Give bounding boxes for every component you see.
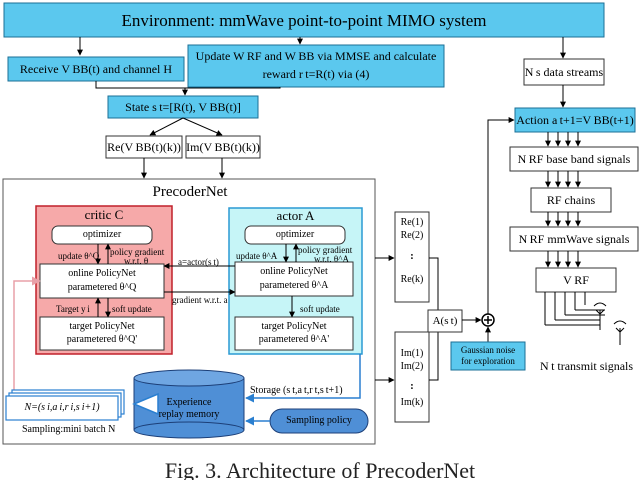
critic-target-line2: parametered θ^Q' bbox=[66, 334, 138, 345]
vrf-label: V RF bbox=[563, 273, 589, 287]
a-actor-label: a=actor(s t) bbox=[178, 257, 219, 267]
environment-title: Environment: mmWave point-to-point MIMO … bbox=[121, 11, 487, 30]
replay-line1: Experience bbox=[166, 397, 212, 408]
antenna-icon bbox=[593, 302, 627, 345]
critic-online-line2: parametered θ^Q bbox=[67, 282, 137, 293]
critic-online-line1: online PolicyNet bbox=[68, 268, 136, 279]
re-output-box bbox=[394, 211, 430, 303]
vrf-box bbox=[535, 267, 617, 293]
baseband-label: N RF base band signals bbox=[517, 152, 631, 166]
receive-label: Receive V BB(t) and channel H bbox=[19, 62, 173, 76]
rf-chains-label: RF chains bbox=[546, 193, 596, 207]
gradient-wrt-a-label: gradient w.r.t. a bbox=[172, 295, 228, 305]
re-input-label: Re(V BB(t)(k)) bbox=[107, 140, 181, 154]
critic-soft-update-label: soft update bbox=[112, 304, 152, 314]
critic-target-yi-label: Target y i bbox=[56, 304, 90, 314]
im-output-dots: : bbox=[410, 380, 414, 392]
streams-box bbox=[523, 58, 605, 86]
sampling-minibatch-label: Sampling:mini batch N bbox=[22, 424, 116, 435]
critic-target-line1: target PolicyNet bbox=[69, 321, 135, 332]
im-input-label: Im(V BB(t)(k)) bbox=[186, 140, 260, 154]
im-input-box bbox=[185, 135, 261, 159]
replay-line2: replay memory bbox=[158, 409, 220, 420]
actor-target-line2: parametered θ^A' bbox=[258, 334, 330, 345]
transmit-signals-label: N t transmit signals bbox=[540, 359, 634, 373]
a-st-label: A(s t) bbox=[432, 315, 458, 327]
baseband-box bbox=[509, 146, 639, 172]
mmwave-label: N RF mmWave signals bbox=[518, 232, 630, 246]
update-box bbox=[187, 44, 445, 88]
figure-caption: Fig. 3. Architecture of PrecoderNet bbox=[164, 458, 476, 483]
precodernet-title: PrecoderNet bbox=[152, 184, 228, 200]
im-output-1: Im(1) bbox=[400, 348, 424, 359]
critic-target-box bbox=[39, 316, 165, 351]
update-label-line1: Update W RF and W BB via MMSE and calcul… bbox=[195, 49, 437, 63]
critic-update-label: update θ^Q bbox=[58, 251, 100, 261]
gaussian-noise-box bbox=[450, 341, 526, 371]
storage-label: Storage (s t,a t,r t,s t+1) bbox=[250, 385, 343, 396]
im-output-k: Im(k) bbox=[400, 397, 424, 408]
gaussian-line2: for exploration bbox=[461, 356, 515, 366]
critic-policy-gradient-label: policy gradient bbox=[110, 247, 165, 257]
actor-update-label: update θ^A bbox=[236, 251, 278, 261]
actor-online-line1: online PolicyNet bbox=[260, 266, 328, 277]
actor-policy-gradient-label: policy gradient bbox=[298, 245, 353, 255]
receive-box bbox=[7, 56, 185, 82]
rf-chains-box bbox=[530, 187, 612, 213]
minibatch-stack bbox=[5, 389, 125, 421]
gaussian-line1: Gaussian noise bbox=[460, 345, 516, 355]
im-output-box bbox=[394, 331, 430, 423]
sampling-policy-label: Sampling policy bbox=[286, 415, 352, 426]
actor-optimizer-label: optimizer bbox=[275, 229, 315, 240]
memory-to-batch-arrow bbox=[132, 392, 159, 416]
actor-online-box bbox=[234, 261, 354, 297]
minibatch-label: N=(s i,a i,r i,s i+1) bbox=[24, 402, 100, 413]
actor-online-line2: parametered θ^A bbox=[259, 280, 329, 291]
update-label-line2: reward r t=R(t) via (4) bbox=[262, 67, 370, 81]
state-label: State s t=[R(t), V BB(t)] bbox=[125, 100, 241, 114]
critic-optimizer-label: optimizer bbox=[82, 229, 122, 240]
im-output-2: Im(2) bbox=[400, 361, 424, 372]
actor-wrt-label: w.r.t. θ^A bbox=[314, 254, 349, 264]
a-st-box bbox=[427, 309, 463, 333]
replay-memory-cylinder bbox=[133, 369, 245, 439]
re-output-2: Re(2) bbox=[400, 230, 424, 241]
streams-label: N s data streams bbox=[524, 65, 604, 79]
action-label: Action a t+1=V BB(t+1) bbox=[516, 113, 634, 127]
critic-wrt-label: w.r.t. θ bbox=[124, 256, 149, 266]
re-output-k: Re(k) bbox=[400, 274, 424, 285]
critic-optimizer-box bbox=[51, 225, 153, 245]
actor-target-box bbox=[234, 316, 354, 351]
actor-title: actor A bbox=[276, 208, 315, 223]
critic-title: critic C bbox=[84, 207, 124, 222]
environment-box bbox=[3, 2, 605, 38]
re-output-dots: : bbox=[410, 250, 414, 262]
actor-target-line1: target PolicyNet bbox=[261, 321, 327, 332]
baseband-arrows bbox=[544, 132, 605, 326]
re-output-1: Re(1) bbox=[400, 217, 424, 228]
actor-soft-update-label: soft update bbox=[300, 304, 340, 314]
action-box bbox=[514, 107, 636, 133]
mmwave-box bbox=[509, 226, 639, 252]
